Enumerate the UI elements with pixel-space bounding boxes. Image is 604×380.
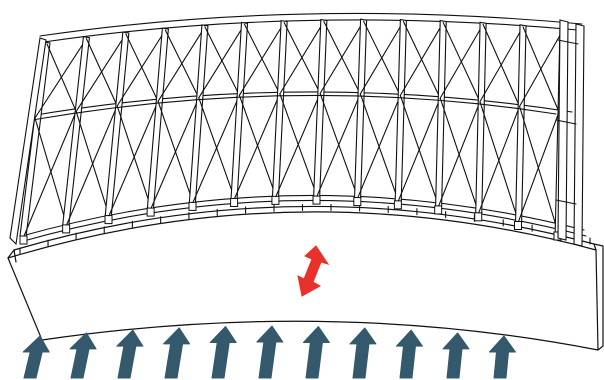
steel-truss-frame — [9, 12, 587, 247]
truss-post — [188, 24, 209, 211]
panel-outline — [7, 211, 599, 351]
post-foot — [312, 195, 321, 205]
upward-force-arrow-icon — [349, 327, 377, 379]
upward-force-arrow-icon — [395, 329, 423, 379]
frame-top-chord-inner — [43, 19, 579, 43]
truss-bracing — [316, 20, 365, 199]
post-foot — [104, 215, 113, 225]
truss-bracing — [234, 22, 285, 200]
truss-bracing — [192, 23, 246, 203]
truss-bracing — [436, 22, 484, 214]
frame-top-chord — [39, 12, 583, 37]
truss-post — [19, 41, 51, 245]
truss-bracing — [108, 29, 166, 217]
truss-bracing — [476, 23, 524, 223]
truss-post — [474, 21, 487, 222]
post-foot — [434, 205, 443, 215]
truss-post — [353, 18, 368, 207]
frame-end-post-left — [9, 37, 47, 246]
upward-force-arrows — [22, 325, 516, 379]
post-foot — [271, 195, 280, 205]
post-foot — [230, 197, 239, 207]
panel-feet — [19, 203, 591, 255]
double-headed-vertical-arrow-icon — [297, 245, 330, 297]
panel-left-return — [7, 249, 17, 263]
truss-post — [393, 18, 407, 210]
panel-right-return — [593, 243, 604, 351]
upward-force-arrow-icon — [116, 329, 144, 379]
frame-bottom-chord — [19, 199, 587, 243]
truss-bracing — [66, 33, 127, 226]
frame-mid-chord — [29, 91, 573, 117]
truss-bracing — [396, 20, 444, 207]
truss-post — [62, 36, 91, 234]
frame-bottom-chord-inner — [21, 194, 585, 237]
truss-post — [230, 21, 249, 207]
truss-bracing — [275, 21, 325, 197]
upward-force-arrow-icon — [22, 335, 50, 379]
post-foot — [353, 197, 362, 207]
truss-bays — [19, 18, 567, 245]
post-foot — [474, 212, 483, 222]
upward-force-arrow-icon — [69, 332, 97, 379]
upward-force-arrow-icon — [442, 332, 470, 379]
post-foot — [188, 201, 197, 211]
truss-post — [513, 24, 527, 231]
upward-force-arrow-icon — [163, 327, 191, 379]
upward-force-arrow-icon — [488, 335, 516, 379]
truss-bracing — [150, 26, 206, 209]
post-foot — [146, 207, 155, 217]
truss-bracing — [515, 26, 564, 233]
upward-force-arrow-icon — [302, 325, 330, 379]
truss-bracing — [356, 20, 404, 202]
curved-facade-panel — [7, 203, 604, 351]
post-foot — [62, 224, 71, 234]
movement-arrow-shape — [297, 245, 330, 297]
frame-end-post-right — [555, 19, 585, 247]
upward-force-arrow-icon — [209, 325, 237, 379]
post-foot — [513, 221, 522, 231]
truss-post — [434, 19, 447, 215]
upward-force-arrow-icon — [256, 325, 284, 379]
post-foot — [19, 235, 28, 245]
post-foot — [393, 200, 402, 210]
truss-bracing — [23, 38, 87, 237]
